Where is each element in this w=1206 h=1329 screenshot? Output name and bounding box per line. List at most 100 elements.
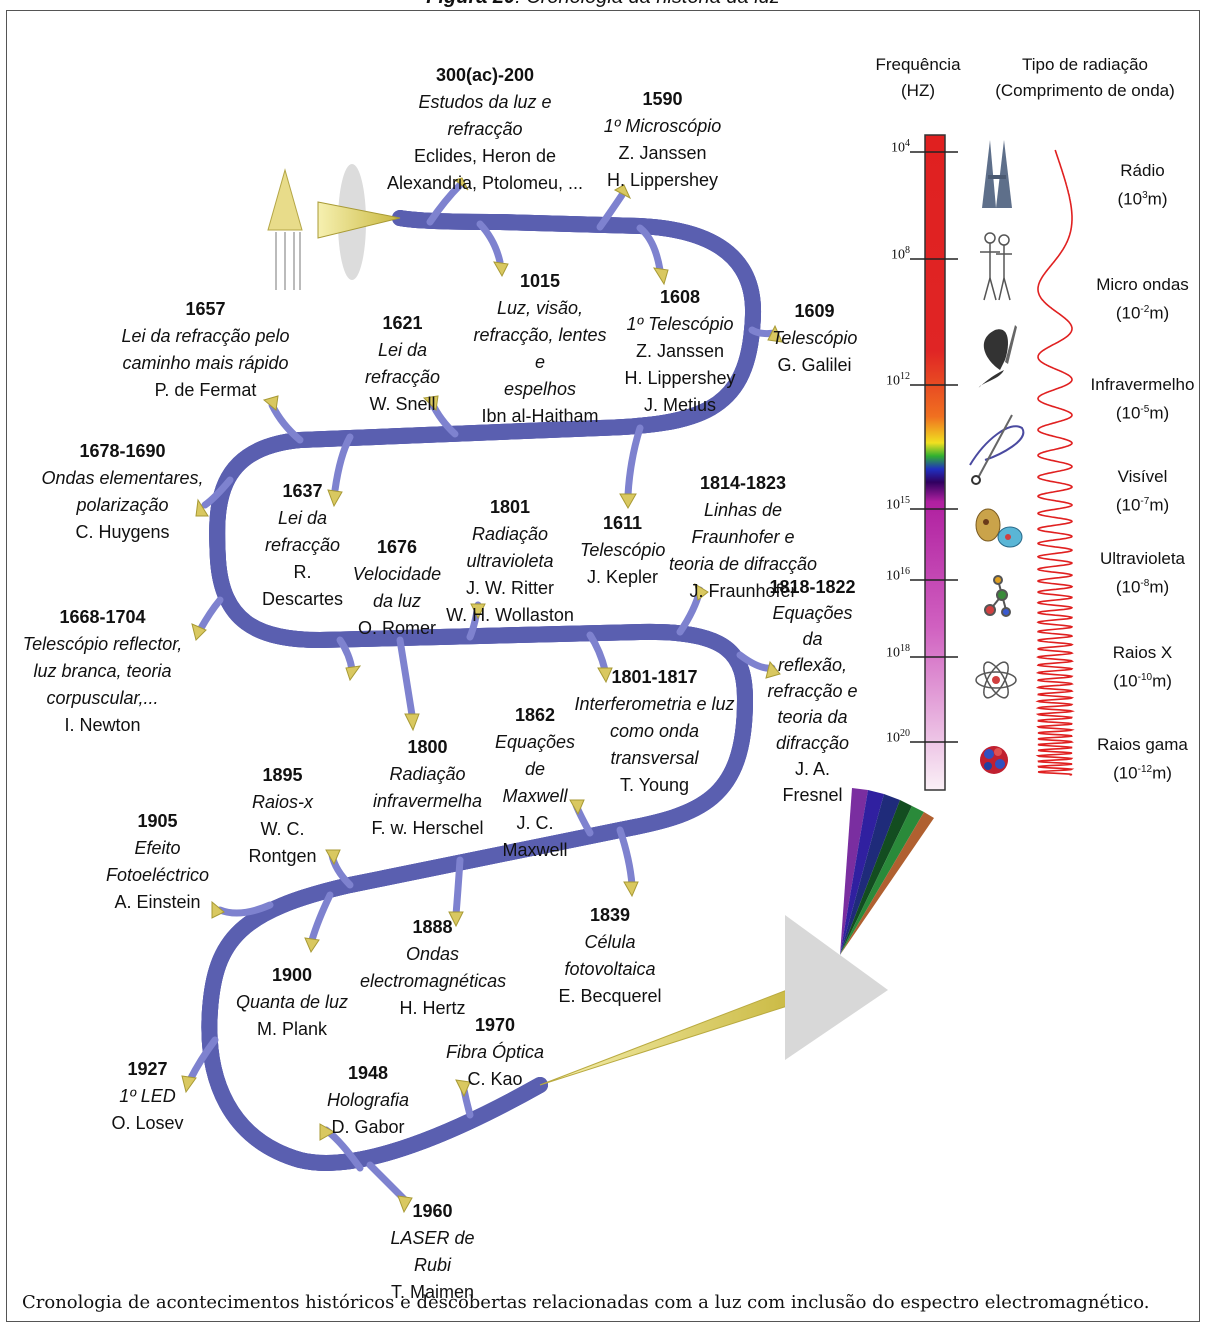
event-1888: 1888 Ondas electromagnéticas H. Hertz [360,914,506,1022]
event-1590: 1590 1º Microscópio Z. Janssen H. Lipper… [600,86,725,194]
event-1800: 1800 Radiação infravermelha F. w. Hersch… [370,734,485,842]
event-description: Efeito Fotoeléctrico [105,838,210,885]
figure-title: Figura 20: Cronologia da história da luz [0,0,1206,9]
cells-icon [975,508,1023,548]
atom-icon [975,661,1017,699]
event-people: T. Maimen [390,1282,475,1302]
event-description: Telescópio reflector, luz branca, teoria… [22,634,183,708]
event-people: Z. Janssen H. Lippershey [606,143,719,190]
wavelength-wave [1035,149,1075,776]
event-1608: 1608 1º Telescópio Z. Janssen H. Lippers… [620,284,740,419]
event-description: LASER de Rubi [390,1228,475,1275]
event-year: 1611 [602,513,643,533]
event-people: J. C. Maxwell [502,813,568,860]
branch-cones [181,177,783,1214]
event-1015: 1015 Luz, visão, refracção, lentes e esp… [470,268,610,430]
event-year: 1970 [474,1015,516,1035]
event-description: Lei da refracção pelo caminho mais rápid… [121,326,290,373]
radiation-label: Infravermelho(10-5m) [1090,375,1195,423]
event-year: 1960 [412,1201,453,1221]
event-description: Linhas de Fraunhofer e teoria de difracç… [668,500,818,574]
event-description: 1º Telescópio [626,314,734,334]
event-description: Estudos da luz e refracção [418,92,552,139]
event-year: 1888 [412,917,453,937]
event-people: C. Huygens [75,522,170,542]
event-1801-young: 1801-1817 Interferometria e luz como ond… [572,664,737,799]
event-1621: 1621 Lei da refracção W. Snell [340,310,465,418]
event-people: H. Hertz [399,998,466,1018]
frequency-tick-label: 1018 [886,643,910,661]
event-people: J. W. Ritter W. H. Wollaston [446,578,574,625]
event-people: C. Kao [467,1069,523,1089]
event-year: 1590 [642,89,683,109]
event-description: Lei da refracção [364,340,441,387]
event-1676: 1676 Velocidade da luz O. Romer [352,534,442,642]
event-description: Radiação infravermelha [372,764,483,811]
event-people: J. Kepler [586,567,659,587]
event-people: Z. Janssen H. Lippershey J. Metius [624,341,736,415]
frequency-header: Frequência (HZ) [875,55,961,100]
frequency-tick-label: 1016 [886,566,910,584]
event-description: Telescópio [580,540,666,560]
event-1678: 1678-1690 Ondas elementares, polarização… [40,438,205,546]
event-year: 1668-1704 [59,607,146,627]
event-year: 1637 [282,481,323,501]
event-people: E. Becquerel [558,986,662,1006]
event-description: Luz, visão, refracção, lentes e espelhos [473,298,607,399]
event-description: Telescópio [772,328,858,348]
event-1927: 1927 1º LED O. Losev [105,1056,190,1137]
event-people: R. Descartes [261,562,344,609]
event-year: 1948 [347,1063,389,1083]
event-people: O. Romer [357,618,436,638]
frequency-tick-label: 1020 [886,728,910,746]
prism [539,788,934,1086]
frequency-tick-label: 108 [891,245,910,263]
radiation-label: Micro ondas(10-2m) [1096,275,1189,323]
event-people: Ibn al-Haitham [481,406,599,426]
event-description: Velocidade da luz [352,564,442,611]
event-people: A. Einstein [114,892,201,912]
event-people: D. Gabor [331,1117,405,1137]
needle-icon [969,414,1025,485]
event-1960: 1960 LASER de Rubi T. Maimen [375,1198,490,1306]
event-description: Célula fotovoltaica [564,932,656,979]
event-description: Radiação ultravioleta [466,524,554,571]
event-year: 1678-1690 [79,441,166,461]
molecule-icon [984,575,1011,617]
human-figures-icon [980,232,1012,301]
event-1801-ritter: 1801 Radiação ultravioleta J. W. Ritter … [430,494,590,629]
event-people: W. Snell [369,394,436,414]
radiation-label: Ultravioleta(10-8m) [1099,549,1186,597]
timeline-tube [209,210,753,1163]
light-source [267,164,401,290]
event-people: O. Losev [111,1113,184,1133]
towers-icon [982,140,1012,208]
event-description: Raios-x [251,792,313,812]
event-year: 1814-1823 [699,473,787,493]
radiation-label: Rádio(103m) [1117,161,1168,209]
event-300ac: 300(ac)-200 Estudos da luz e refracção E… [385,62,585,197]
event-year: 1862 [514,705,556,725]
event-1900: 1900 Quanta de luz M. Plank [232,962,352,1043]
figure-caption: Cronologia de acontecimentos históricos … [22,1292,1150,1313]
event-people: Eclides, Heron de Alexandria, Ptolomeu, … [386,146,584,193]
radiation-type-header: Tipo de radiação (Comprimento de onda) [995,55,1175,100]
event-1895: 1895 Raios-x W. C. Rontgen [225,762,340,870]
event-1814: 1814-1823 Linhas de Fraunhofer e teoria … [668,470,818,605]
event-1637: 1637 Lei da refracção R. Descartes [255,478,350,613]
event-description: Interferometria e luz como onda transver… [574,694,735,768]
event-1668: 1668-1704 Telescópio reflector, luz bran… [20,604,185,739]
event-year: 1801 [489,497,531,517]
event-1611: 1611 Telescópio J. Kepler [580,510,665,591]
event-description: Holografia [326,1090,410,1110]
event-people: T. Young [619,775,690,795]
event-year: 1895 [262,765,303,785]
event-description: Ondas elementares, polarização [41,468,204,515]
event-description: Fibra Óptica [445,1042,545,1062]
event-year: 1015 [519,271,561,291]
event-description: Lei da refracção [264,508,341,555]
figure-frame [6,10,1200,1322]
event-1970: 1970 Fibra Óptica C. Kao [445,1012,545,1093]
event-people: J. Fraunhofer [689,581,797,601]
